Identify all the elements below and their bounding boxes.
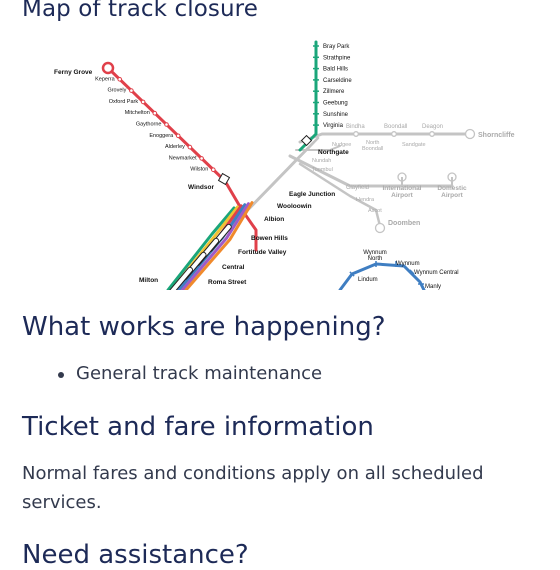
station-marker (391, 131, 397, 137)
core-line (184, 201, 254, 290)
core-station-label: Milton (139, 277, 158, 284)
station-marker (353, 131, 359, 137)
northgate-marker (300, 134, 313, 147)
core-station-label: Roma Street (208, 279, 247, 286)
assistance-heading: Need assistance? (22, 540, 249, 570)
station-tick (349, 271, 355, 277)
station-marker (199, 156, 204, 161)
station-label: Manly (425, 284, 441, 290)
station-label: Grovely (107, 88, 126, 94)
core-station-label: Albion (264, 216, 284, 223)
station-label: Gaythorne (136, 122, 162, 128)
doomben-line (298, 162, 382, 228)
station-label: Lindum (358, 277, 378, 283)
station-label: Virginia (323, 123, 344, 129)
windsor-label: Windsor (188, 184, 214, 191)
station-label: Boondall (384, 124, 407, 130)
station-label: Clayfield (346, 185, 369, 191)
station-label: Wilston (190, 167, 208, 173)
station-marker (152, 110, 158, 116)
works-heading: What works are happening? (22, 312, 386, 342)
works-item: General track maintenance (0, 362, 322, 386)
map-lines (101, 40, 476, 290)
core-station-label: Bowen Hills (251, 235, 288, 242)
station-marker (374, 222, 386, 234)
airport-line (288, 154, 454, 188)
station-label: Strathpine (323, 55, 351, 61)
ferny-grove-terminus (101, 61, 115, 75)
core-line (180, 202, 250, 290)
station-marker (211, 167, 216, 172)
ticket-heading: Ticket and fare information (22, 412, 374, 442)
station-label: Bray Park (323, 44, 350, 50)
core-station-label: Central (222, 264, 245, 271)
eagle-junction-label: Eagle Junction (289, 191, 335, 198)
station-marker (140, 99, 146, 105)
station-label: Wynnum (396, 261, 420, 267)
station-label: Zillmere (323, 89, 345, 95)
station-label: Nudgee (332, 142, 351, 148)
station-marker (175, 133, 181, 139)
station-tick (409, 269, 415, 275)
station-label: Bindha (346, 124, 365, 130)
station-label: Mitchelton (125, 110, 150, 116)
map-heading: Map of track closure (22, 0, 258, 22)
station-label: Hendra (356, 197, 375, 203)
station-label: Newmarket (169, 155, 197, 161)
station-marker (464, 128, 476, 140)
green-line (298, 40, 318, 152)
station-marker (187, 144, 193, 150)
northgate-label: Northgate (318, 149, 349, 156)
station-label: Ascot (368, 208, 382, 214)
station-label: Bald Hills (323, 67, 348, 73)
ferny-grove-label: Ferny Grove (54, 69, 93, 76)
blue-line (338, 262, 426, 290)
station-marker (164, 122, 169, 127)
station-label: Alderley (165, 144, 185, 150)
station-marker (117, 77, 122, 82)
station-label: Sandgate (402, 142, 426, 148)
station-label: Geebung (323, 101, 348, 107)
station-label: Oxford Park (109, 99, 139, 105)
ticket-text: Normal fares and conditions apply on all… (22, 463, 484, 513)
station-label: Carseldine (323, 78, 352, 84)
station-marker (429, 131, 435, 137)
shorncliffe-line (298, 132, 472, 144)
station-marker (129, 88, 134, 93)
wooloowin-label: Wooloowin (277, 203, 312, 210)
works-list: General track maintenance (0, 362, 322, 386)
station-label: Keperra (95, 76, 116, 82)
station-label: Deagon (422, 124, 443, 130)
core-station-bar (168, 266, 194, 290)
station-label: Sunshine (323, 112, 349, 118)
station-label: Toombul (312, 167, 333, 173)
station-label: Nundah (312, 158, 331, 164)
shorncliffe-label: Shorncliffe (478, 132, 515, 139)
station-label: Enoggera (149, 133, 174, 139)
doomben-label: Doomben (388, 220, 420, 227)
windsor-marker (217, 172, 231, 186)
core-station-label: Fortitude Valley (238, 249, 287, 256)
core-line (166, 206, 236, 290)
station-label: Wynnum Central (414, 270, 459, 276)
